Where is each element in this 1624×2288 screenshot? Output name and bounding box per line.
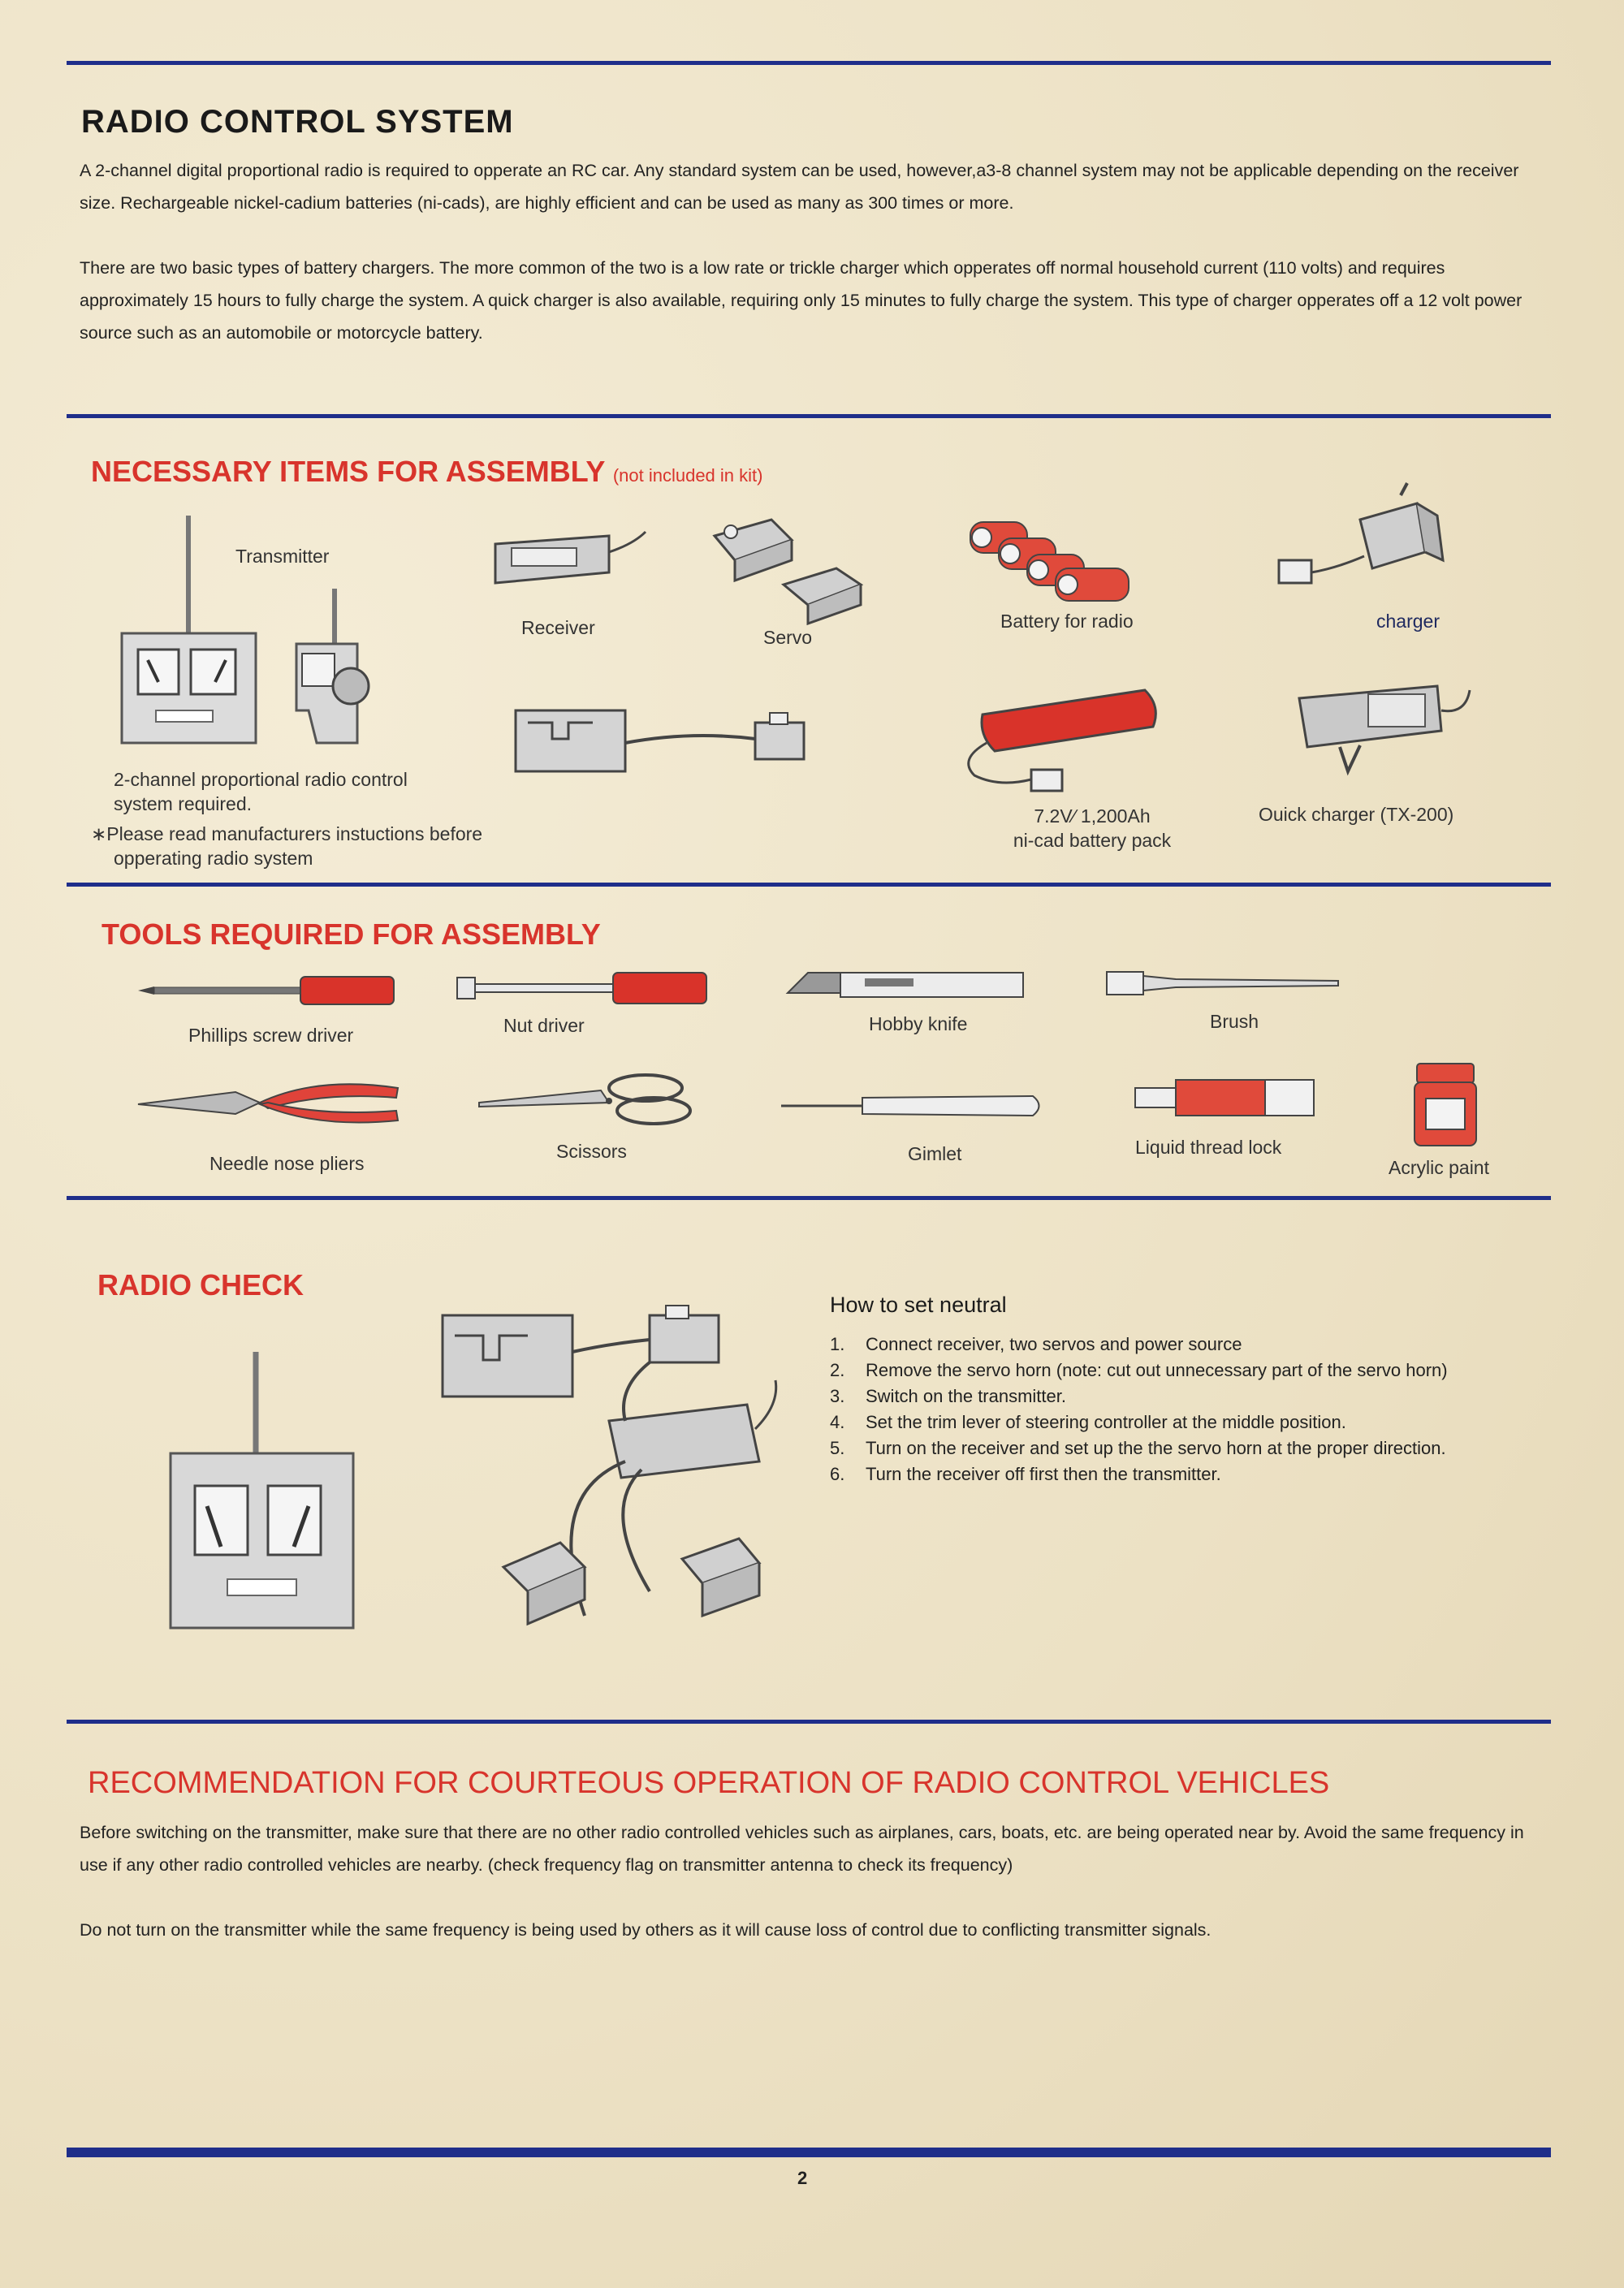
step-number: 2. (830, 1360, 845, 1380)
gimlet-label: Gimlet (908, 1143, 962, 1164)
battery-holder-illustration (514, 709, 806, 773)
step-number: 4. (830, 1412, 845, 1432)
step-number: 3. (830, 1386, 845, 1406)
step-number: 1. (830, 1334, 845, 1354)
step-item: 4. Set the trim lever of steering control… (830, 1409, 1553, 1435)
servo-label: Servo (763, 627, 813, 648)
thread-lock-icon (1134, 1079, 1315, 1116)
nut-driver-label: Nut driver (503, 1015, 585, 1036)
recommendation-paragraph-1: Before switching on the transmitter, mak… (80, 1823, 1524, 1875)
radio-check-heading: RADIO CHECK (97, 1268, 304, 1302)
quick-charger-illustration (1298, 684, 1471, 776)
phillips-screwdriver-icon (138, 976, 395, 1005)
step-text: Turn the receiver off first then the tra… (866, 1464, 1221, 1484)
step-text: Connect receiver, two servos and power s… (866, 1334, 1242, 1354)
charger-label: charger (1376, 611, 1440, 632)
page-number: 2 (797, 2168, 808, 2188)
step-item: 5. Turn on the receiver and set up the th… (830, 1435, 1553, 1461)
brush-icon (1106, 971, 1339, 995)
acrylic-paint-icon (1414, 1063, 1477, 1146)
battery-for-radio-illustration (970, 521, 1129, 602)
charger-illustration (1277, 482, 1445, 585)
scissors-icon (478, 1073, 692, 1125)
battery-pack-spec: 7.2V∕ 1,200Ah (1034, 805, 1151, 827)
radio-control-system-heading: RADIO CONTROL SYSTEM (81, 104, 514, 140)
step-item: 3. Switch on the transmitter. (830, 1384, 1553, 1409)
radio-control-paragraph-1: A 2-channel digital proportional radio i… (80, 161, 1519, 213)
set-neutral-subtitle: How to set neutral (830, 1293, 1007, 1317)
section-rule-2 (67, 883, 1551, 887)
receiver-illustration (494, 530, 647, 585)
step-item: 6. Turn the receiver off first then the t… (830, 1461, 1553, 1487)
radio-control-paragraph-2: There are two basic types of battery cha… (80, 258, 1522, 343)
radio-system-note-line-1: 2-channel proportional radio control (114, 769, 408, 790)
step-number: 5. (830, 1438, 845, 1458)
scissors-label: Scissors (556, 1141, 627, 1162)
hobby-knife-icon (785, 972, 1024, 998)
manufacturer-warning-line-2: opperating radio system (114, 848, 313, 869)
recommendation-paragraph-2: Do not turn on the transmitter while the… (80, 1920, 1212, 1940)
step-item: 2. Remove the servo horn (note: cut out u… (830, 1358, 1553, 1384)
manufacturer-warning-line-1: ∗Please read manufacturers instuctions b… (91, 823, 483, 844)
radio-system-note-line-2: system required. (114, 793, 253, 814)
transmitter-label: Transmitter (235, 546, 330, 567)
manufacturer-warning: ∗Please read manufacturers instuctions b… (91, 822, 482, 870)
section-rule-4 (67, 1720, 1551, 1724)
battery-for-radio-label: Battery for radio (1000, 611, 1134, 632)
quick-charger-label: Ouick charger (TX-200) (1259, 804, 1454, 825)
thread-lock-label: Liquid thread lock (1135, 1137, 1282, 1158)
step-text: Switch on the transmitter. (866, 1386, 1066, 1406)
battery-pack-label: 7.2V∕ 1,200Ah ni-cad battery pack (978, 804, 1206, 853)
bottom-rule (67, 2148, 1551, 2157)
section-rule-3 (67, 1196, 1551, 1200)
step-text: Remove the servo horn (note: cut out unn… (866, 1360, 1448, 1380)
phillips-label: Phillips screw driver (188, 1025, 354, 1046)
needle-nose-pliers-icon (137, 1083, 400, 1124)
gimlet-icon (781, 1094, 1040, 1117)
pliers-label: Needle nose pliers (209, 1153, 365, 1174)
necessary-items-subtitle: (not included in kit) (612, 465, 763, 486)
nicad-battery-pack-illustration (967, 689, 1157, 792)
recommendation-heading: RECOMMENDATION FOR COURTEOUS OPERATION O… (88, 1766, 1330, 1800)
receiver-label: Receiver (521, 617, 595, 638)
brush-label: Brush (1210, 1011, 1259, 1032)
battery-pack-type: ni-cad battery pack (1013, 830, 1172, 851)
acrylic-paint-label: Acrylic paint (1389, 1157, 1489, 1178)
tools-heading: TOOLS REQUIRED FOR ASSEMBLY (102, 917, 601, 951)
radio-system-note: 2-channel proportional radio control sys… (114, 767, 408, 816)
radio-check-diagram (169, 1305, 778, 1630)
radio-check-steps: 1. Connect receiver, two servos and power… (830, 1332, 1553, 1487)
transmitter-illustration (120, 516, 370, 745)
step-text: Turn on the receiver and set up the the … (866, 1438, 1446, 1458)
necessary-items-heading: NECESSARY ITEMS FOR ASSEMBLY (not includ… (91, 455, 762, 489)
step-number: 6. (830, 1464, 845, 1484)
servo-illustration (712, 518, 864, 626)
necessary-items-title: NECESSARY ITEMS FOR ASSEMBLY (91, 455, 605, 488)
step-item: 1. Connect receiver, two servos and power… (830, 1332, 1553, 1358)
section-rule-1 (67, 414, 1551, 418)
top-rule (67, 61, 1551, 65)
step-text: Set the trim lever of steering controlle… (866, 1412, 1346, 1432)
nut-driver-icon (456, 972, 707, 1004)
hobby-knife-label: Hobby knife (869, 1013, 968, 1034)
